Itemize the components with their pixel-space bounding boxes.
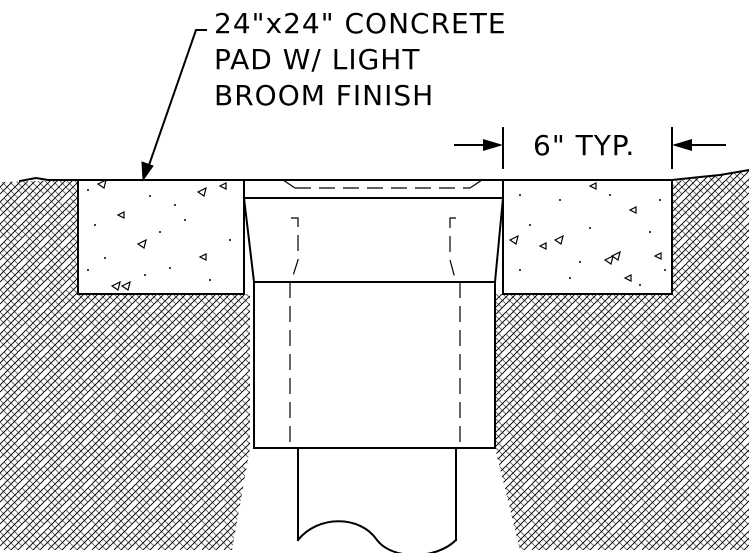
soil-hatching bbox=[0, 170, 749, 550]
concrete-pad-left bbox=[77, 179, 245, 295]
box-taper bbox=[242, 197, 505, 283]
callout-line-1: 24"x24" CONCRETE bbox=[214, 7, 507, 40]
concrete-dots bbox=[87, 189, 666, 286]
soil-left-cross bbox=[0, 180, 250, 550]
pipe bbox=[296, 447, 458, 553]
callout-leader bbox=[141, 29, 207, 182]
callout-line-3: BROOM FINISH bbox=[214, 79, 434, 112]
dimension-label: 6" TYP. bbox=[533, 129, 635, 162]
callout-line-2: PAD W/ LIGHT bbox=[214, 43, 420, 76]
concrete-speckles bbox=[96, 178, 662, 291]
ground-line-right bbox=[670, 168, 749, 182]
hidden-lines bbox=[282, 179, 483, 448]
dimension-6in bbox=[454, 127, 726, 169]
soil-right-cross bbox=[495, 170, 749, 550]
ground-line bbox=[18, 176, 79, 183]
concrete-pad-right bbox=[502, 179, 673, 295]
box-lid bbox=[243, 179, 504, 199]
box-body bbox=[253, 281, 496, 449]
